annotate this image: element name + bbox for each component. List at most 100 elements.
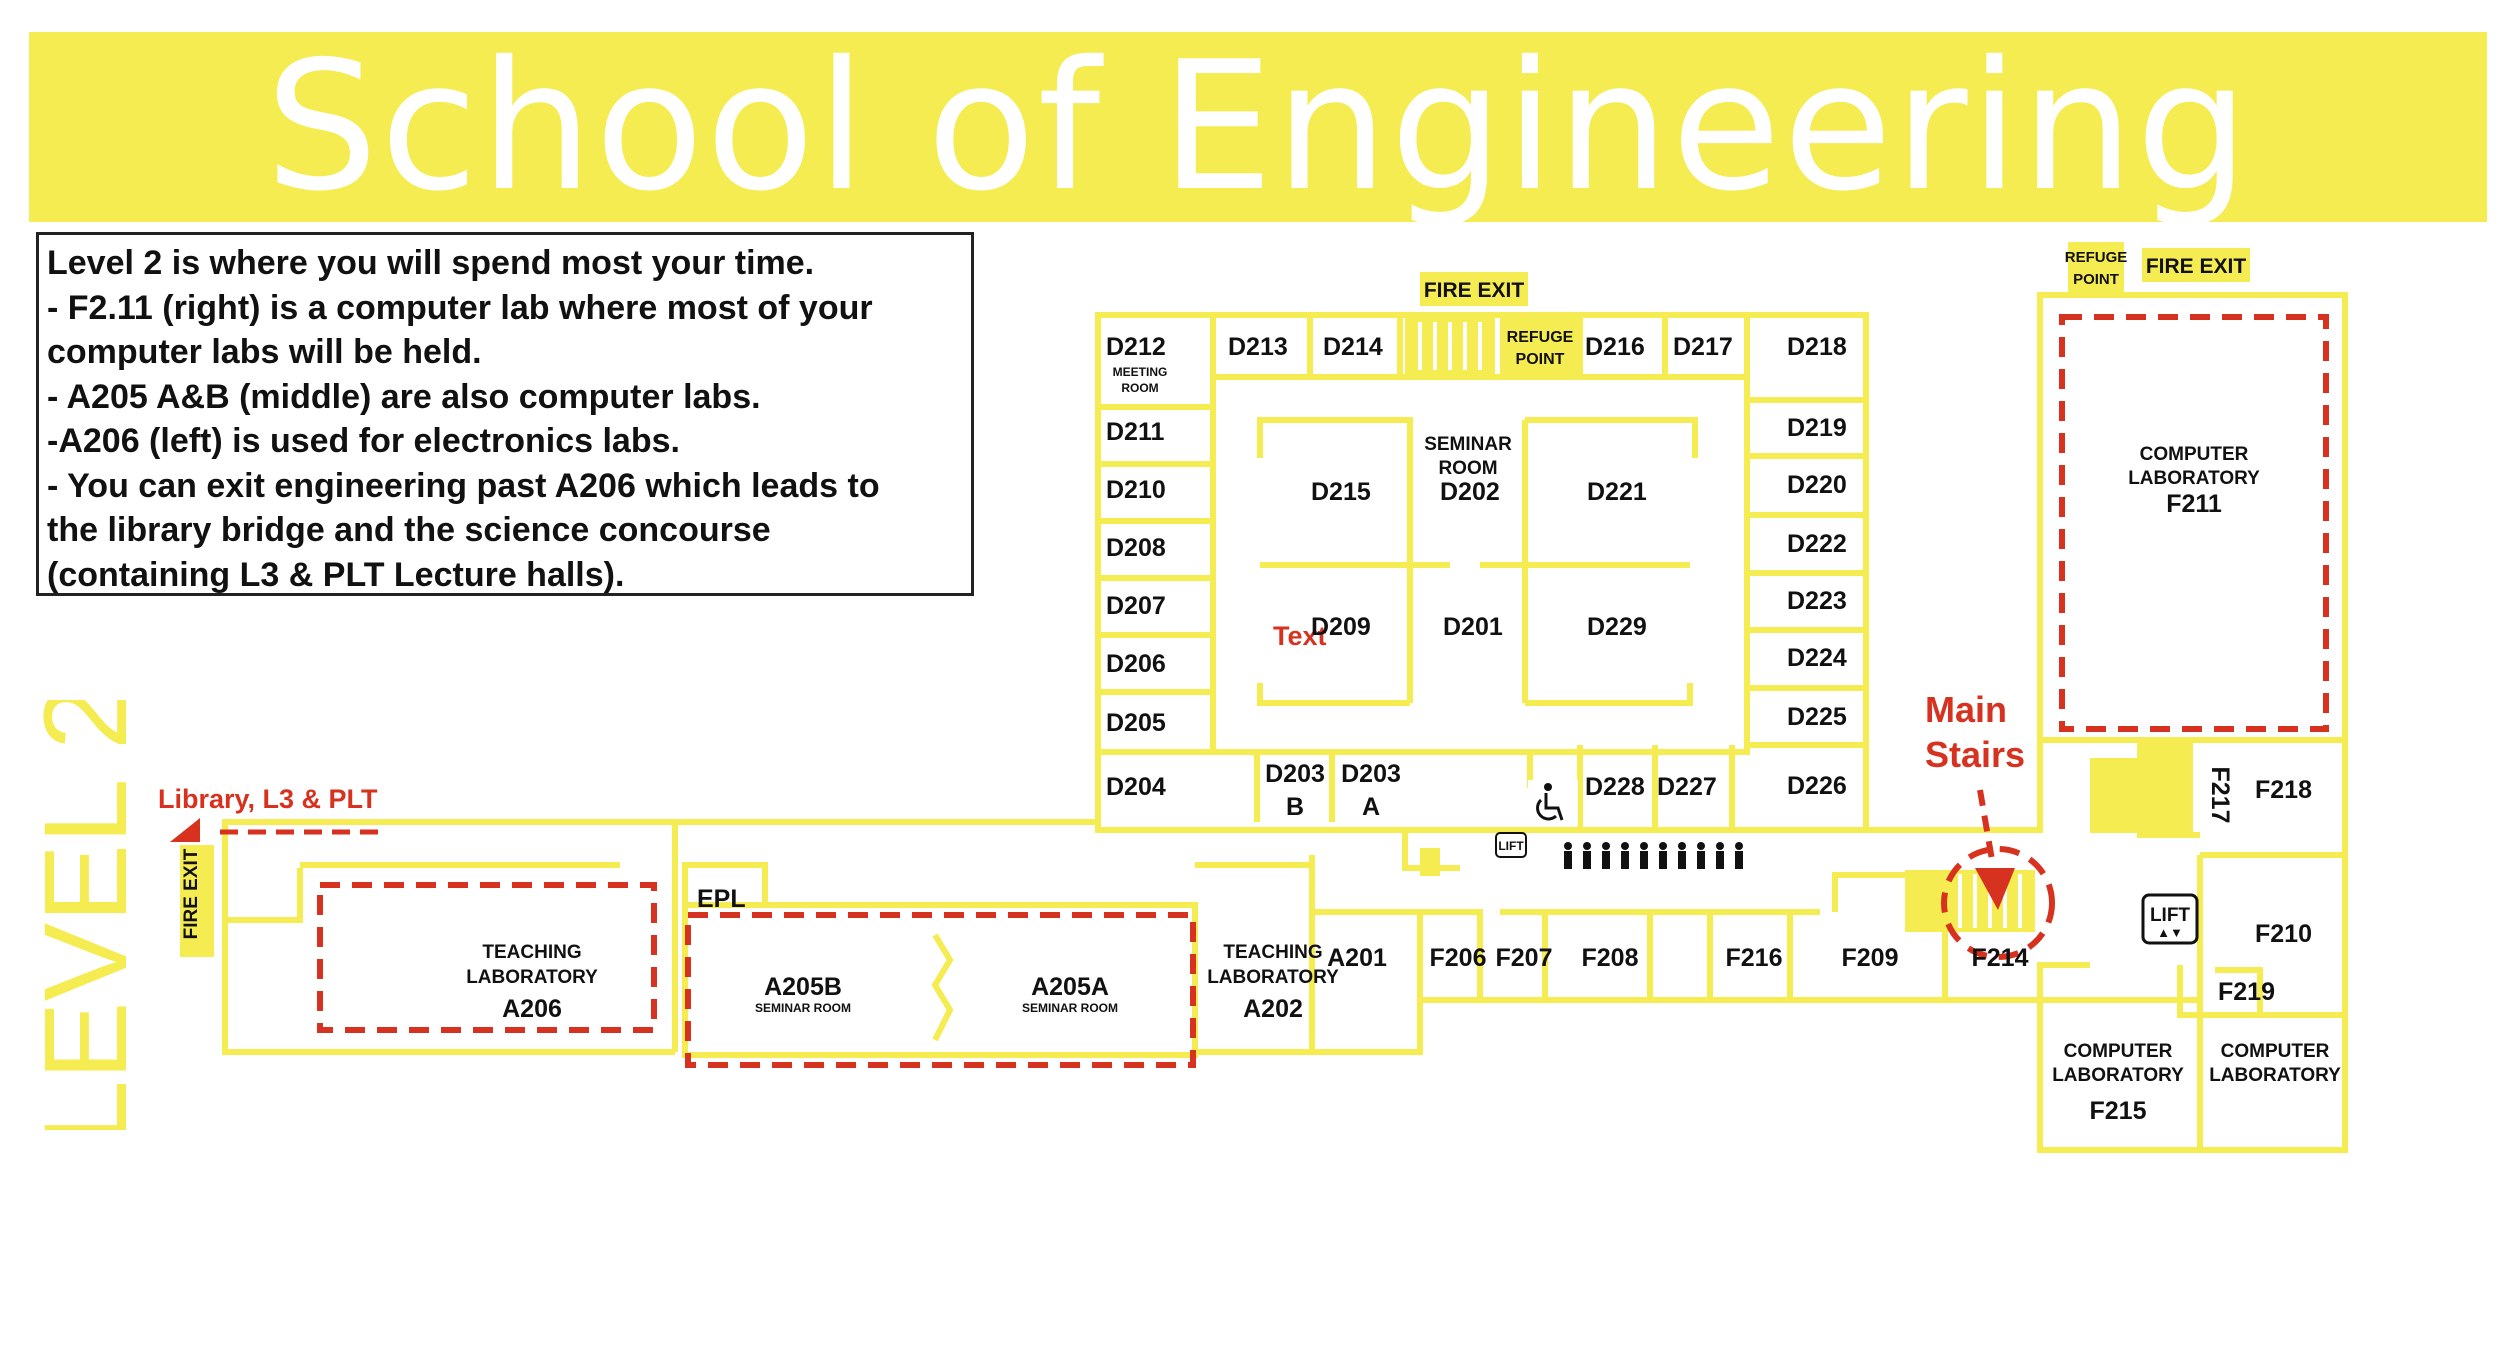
room-f219: F219 bbox=[2218, 978, 2275, 1006]
room-d227: D227 bbox=[1657, 773, 1717, 801]
room-a206-sub1: TEACHING bbox=[482, 942, 581, 963]
room-f207: F207 bbox=[1496, 944, 1553, 972]
room-d208: D208 bbox=[1106, 534, 1166, 562]
info-box: Level 2 is where you will spend most you… bbox=[36, 232, 974, 596]
fire-exit-right-label: FIRE EXIT bbox=[2146, 255, 2247, 278]
room-a205a: A205A bbox=[1031, 973, 1109, 1001]
library-arrow-head bbox=[170, 818, 200, 842]
main-stairs-arrow-head bbox=[1975, 868, 2015, 910]
info-line: computer labs will be held. bbox=[47, 333, 482, 371]
main-stairs-circle bbox=[1941, 846, 2055, 960]
highlight-f211 bbox=[2059, 314, 2329, 732]
room-d202: D202 bbox=[1440, 478, 1500, 506]
level-label: LEVEL 2 bbox=[30, 700, 152, 1130]
room-d203b-line2: B bbox=[1286, 793, 1304, 821]
a205-divider bbox=[931, 933, 954, 1042]
room-f212-sub2: LABORATORY bbox=[2209, 1065, 2341, 1086]
room-d214: D214 bbox=[1323, 333, 1383, 361]
refuge-point-right-line2: POINT bbox=[2073, 271, 2119, 288]
room-f211: F211 bbox=[2166, 490, 2222, 518]
text-marker: Text bbox=[1273, 621, 1327, 651]
stair-fills bbox=[1405, 318, 2193, 932]
room-d217: D217 bbox=[1673, 333, 1733, 361]
room-f216: F216 bbox=[1726, 944, 1783, 972]
room-f217: F217 bbox=[2206, 767, 2234, 824]
room-d206: D206 bbox=[1106, 650, 1166, 678]
info-line: Level 2 is where you will spend most you… bbox=[47, 244, 815, 282]
room-d203b-line1: D203 bbox=[1265, 760, 1325, 788]
main-stairs-label-line2: Stairs bbox=[1925, 734, 2025, 775]
refuge-point-right-sign bbox=[2068, 242, 2124, 292]
room-f215: F215 bbox=[2090, 1097, 2147, 1125]
room-f212-sub1: COMPUTER bbox=[2221, 1041, 2330, 1062]
room-d201: D201 bbox=[1443, 613, 1503, 641]
room-f209: F209 bbox=[1842, 944, 1899, 972]
room-d213: D213 bbox=[1228, 333, 1288, 361]
fire-exit-left-sign bbox=[180, 845, 214, 957]
room-a201: A201 bbox=[1327, 944, 1387, 972]
refuge-point-top-line1: REFUGE bbox=[1507, 329, 1574, 346]
room-d210: D210 bbox=[1106, 476, 1166, 504]
room-f215-sub2: LABORATORY bbox=[2052, 1065, 2184, 1086]
room-d202-sub2: ROOM bbox=[1438, 458, 1497, 479]
toilets-icon bbox=[1555, 838, 1767, 876]
room-d223: D223 bbox=[1787, 587, 1847, 615]
room-d219: D219 bbox=[1787, 414, 1847, 442]
room-d209: D209 bbox=[1311, 613, 1371, 641]
highlight-a206 bbox=[317, 882, 657, 1033]
room-d205: D205 bbox=[1106, 709, 1166, 737]
room-d212-sub2: ROOM bbox=[1121, 381, 1158, 395]
main-stairs-arrow-line bbox=[1977, 789, 1995, 861]
info-line: - F2.11 (right) is a computer lab where … bbox=[47, 288, 873, 327]
room-a202: A202 bbox=[1243, 995, 1303, 1023]
room-d226: D226 bbox=[1787, 772, 1847, 800]
room-f211-sub1: COMPUTER bbox=[2140, 444, 2249, 465]
room-a205a-sub: SEMINAR ROOM bbox=[1022, 1001, 1118, 1015]
room-d211: D211 bbox=[1106, 418, 1164, 446]
info-line: (containing L3 & PLT Lecture halls). bbox=[47, 555, 625, 594]
main-stairs-label-line1: Main bbox=[1925, 689, 2007, 730]
info-line: -A206 (left) is used for electronics lab… bbox=[47, 422, 680, 460]
room-d220: D220 bbox=[1787, 471, 1847, 499]
room-f214: F214 bbox=[1972, 944, 2029, 972]
room-f211-sub2: LABORATORY bbox=[2128, 468, 2260, 489]
lift-arrows-icon: ▲▼ bbox=[2157, 925, 2183, 940]
refuge-point-top-sign bbox=[1500, 318, 1580, 374]
accessible-toilet-icon bbox=[1528, 780, 1578, 826]
page-title: School of Engineering bbox=[265, 23, 2251, 230]
fire-exit-top-sign bbox=[1420, 272, 1528, 306]
room-d216: D216 bbox=[1585, 333, 1645, 361]
level-label-text: LEVEL 2 bbox=[30, 700, 152, 1130]
info-line: - You can exit engineering past A206 whi… bbox=[47, 466, 880, 505]
room-d221: D221 bbox=[1587, 478, 1647, 506]
room-epl: EPL bbox=[697, 885, 746, 913]
room-f218: F218 bbox=[2255, 776, 2312, 804]
lift-small-label: LIFT bbox=[1498, 839, 1524, 853]
room-a206: A206 bbox=[502, 995, 562, 1023]
room-d215: D215 bbox=[1311, 478, 1371, 506]
room-d202-sub1: SEMINAR bbox=[1424, 434, 1512, 455]
lift-right-sign bbox=[2141, 893, 2199, 945]
room-d204: D204 bbox=[1106, 773, 1166, 801]
room-a202-sub1: TEACHING bbox=[1223, 942, 1322, 963]
library-annotation: Library, L3 & PLT bbox=[158, 784, 378, 814]
info-line: - A205 A&B (middle) are also computer la… bbox=[47, 377, 761, 416]
fire-exit-left-label: FIRE EXIT bbox=[181, 848, 202, 939]
room-f215-sub1: COMPUTER bbox=[2064, 1041, 2173, 1062]
room-f208: F208 bbox=[1582, 944, 1639, 972]
fire-exit-top-label: FIRE EXIT bbox=[1424, 279, 1525, 302]
room-d222: D222 bbox=[1787, 530, 1847, 558]
room-a205b-sub: SEMINAR ROOM bbox=[755, 1001, 851, 1015]
refuge-point-right-line1: REFUGE bbox=[2065, 249, 2128, 266]
room-labels: D212 MEETING ROOM D213 D214 D216 D217 D2… bbox=[466, 333, 2341, 1125]
room-d228: D228 bbox=[1585, 773, 1645, 801]
fire-exit-right-sign bbox=[2142, 248, 2250, 282]
info-line: the library bridge and the science conco… bbox=[47, 511, 771, 549]
highlight-a205 bbox=[685, 912, 1196, 1068]
room-d229: D229 bbox=[1587, 613, 1647, 641]
title-banner: School of Engineering bbox=[29, 32, 2487, 222]
refuge-point-top-line2: POINT bbox=[1516, 351, 1565, 368]
room-d203a-line2: A bbox=[1362, 793, 1380, 821]
room-d225: D225 bbox=[1787, 703, 1847, 731]
